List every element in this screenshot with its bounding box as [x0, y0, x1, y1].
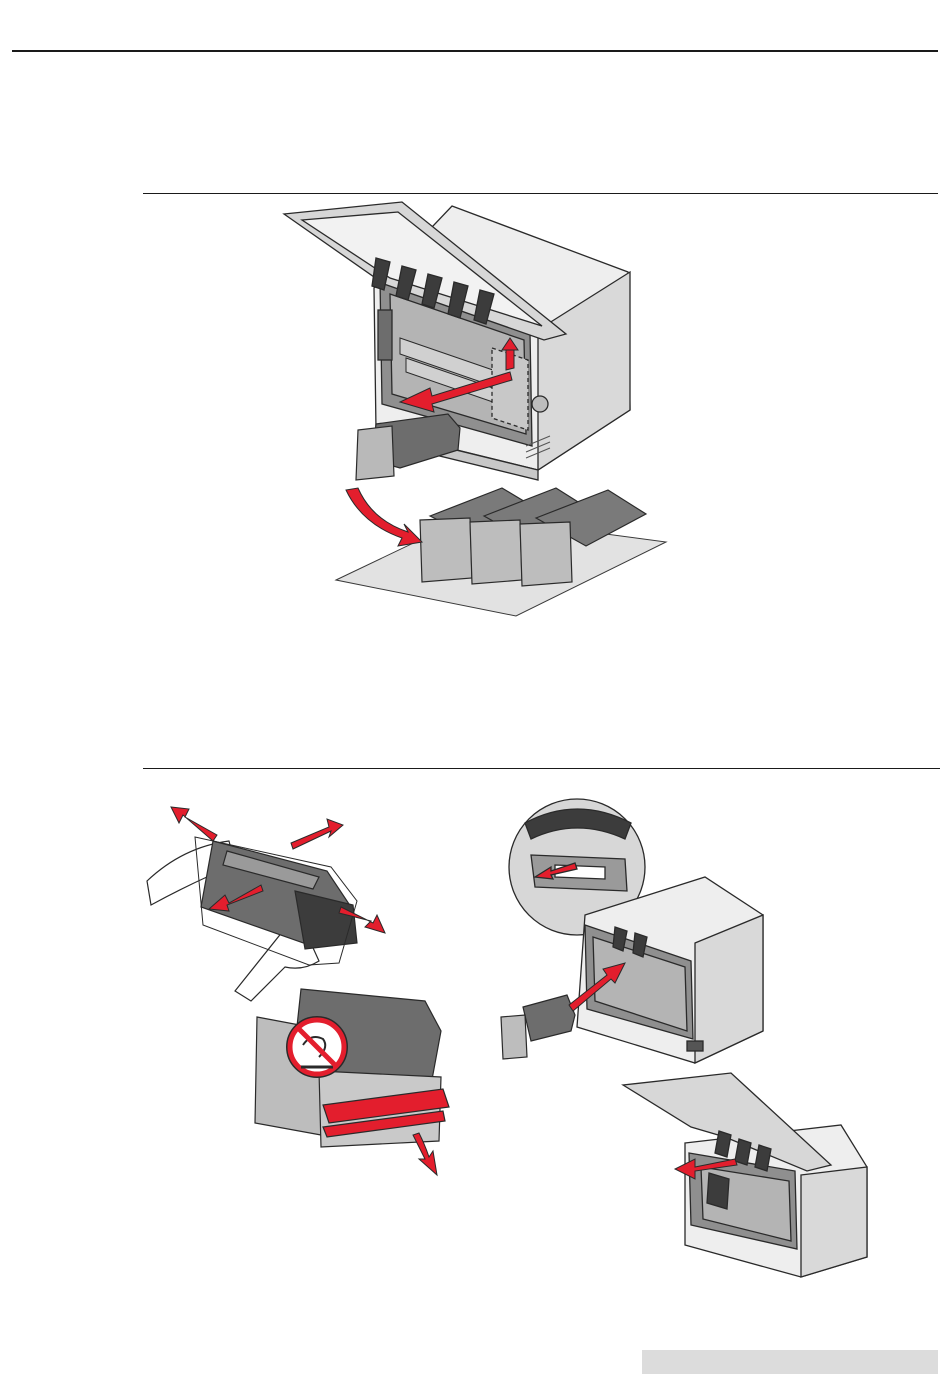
unpack-photoconductor-illustration: [143, 795, 463, 1180]
section-rule-1: [143, 193, 938, 194]
printer-icon: [623, 1073, 867, 1277]
remove-photoconductor-illustration: [280, 198, 680, 623]
photoconductor-icon: [356, 414, 460, 480]
photoconductor-icon: [501, 995, 575, 1059]
insert-photoconductor-illustration: [495, 795, 875, 1280]
footer-bar: [642, 1350, 938, 1374]
place-on-surface-arrow-icon: [346, 488, 422, 546]
header-rule: [12, 50, 938, 52]
photoconductor-icon: [255, 989, 449, 1147]
section-rule-2: [143, 768, 940, 769]
no-touch-icon: [287, 1017, 347, 1077]
